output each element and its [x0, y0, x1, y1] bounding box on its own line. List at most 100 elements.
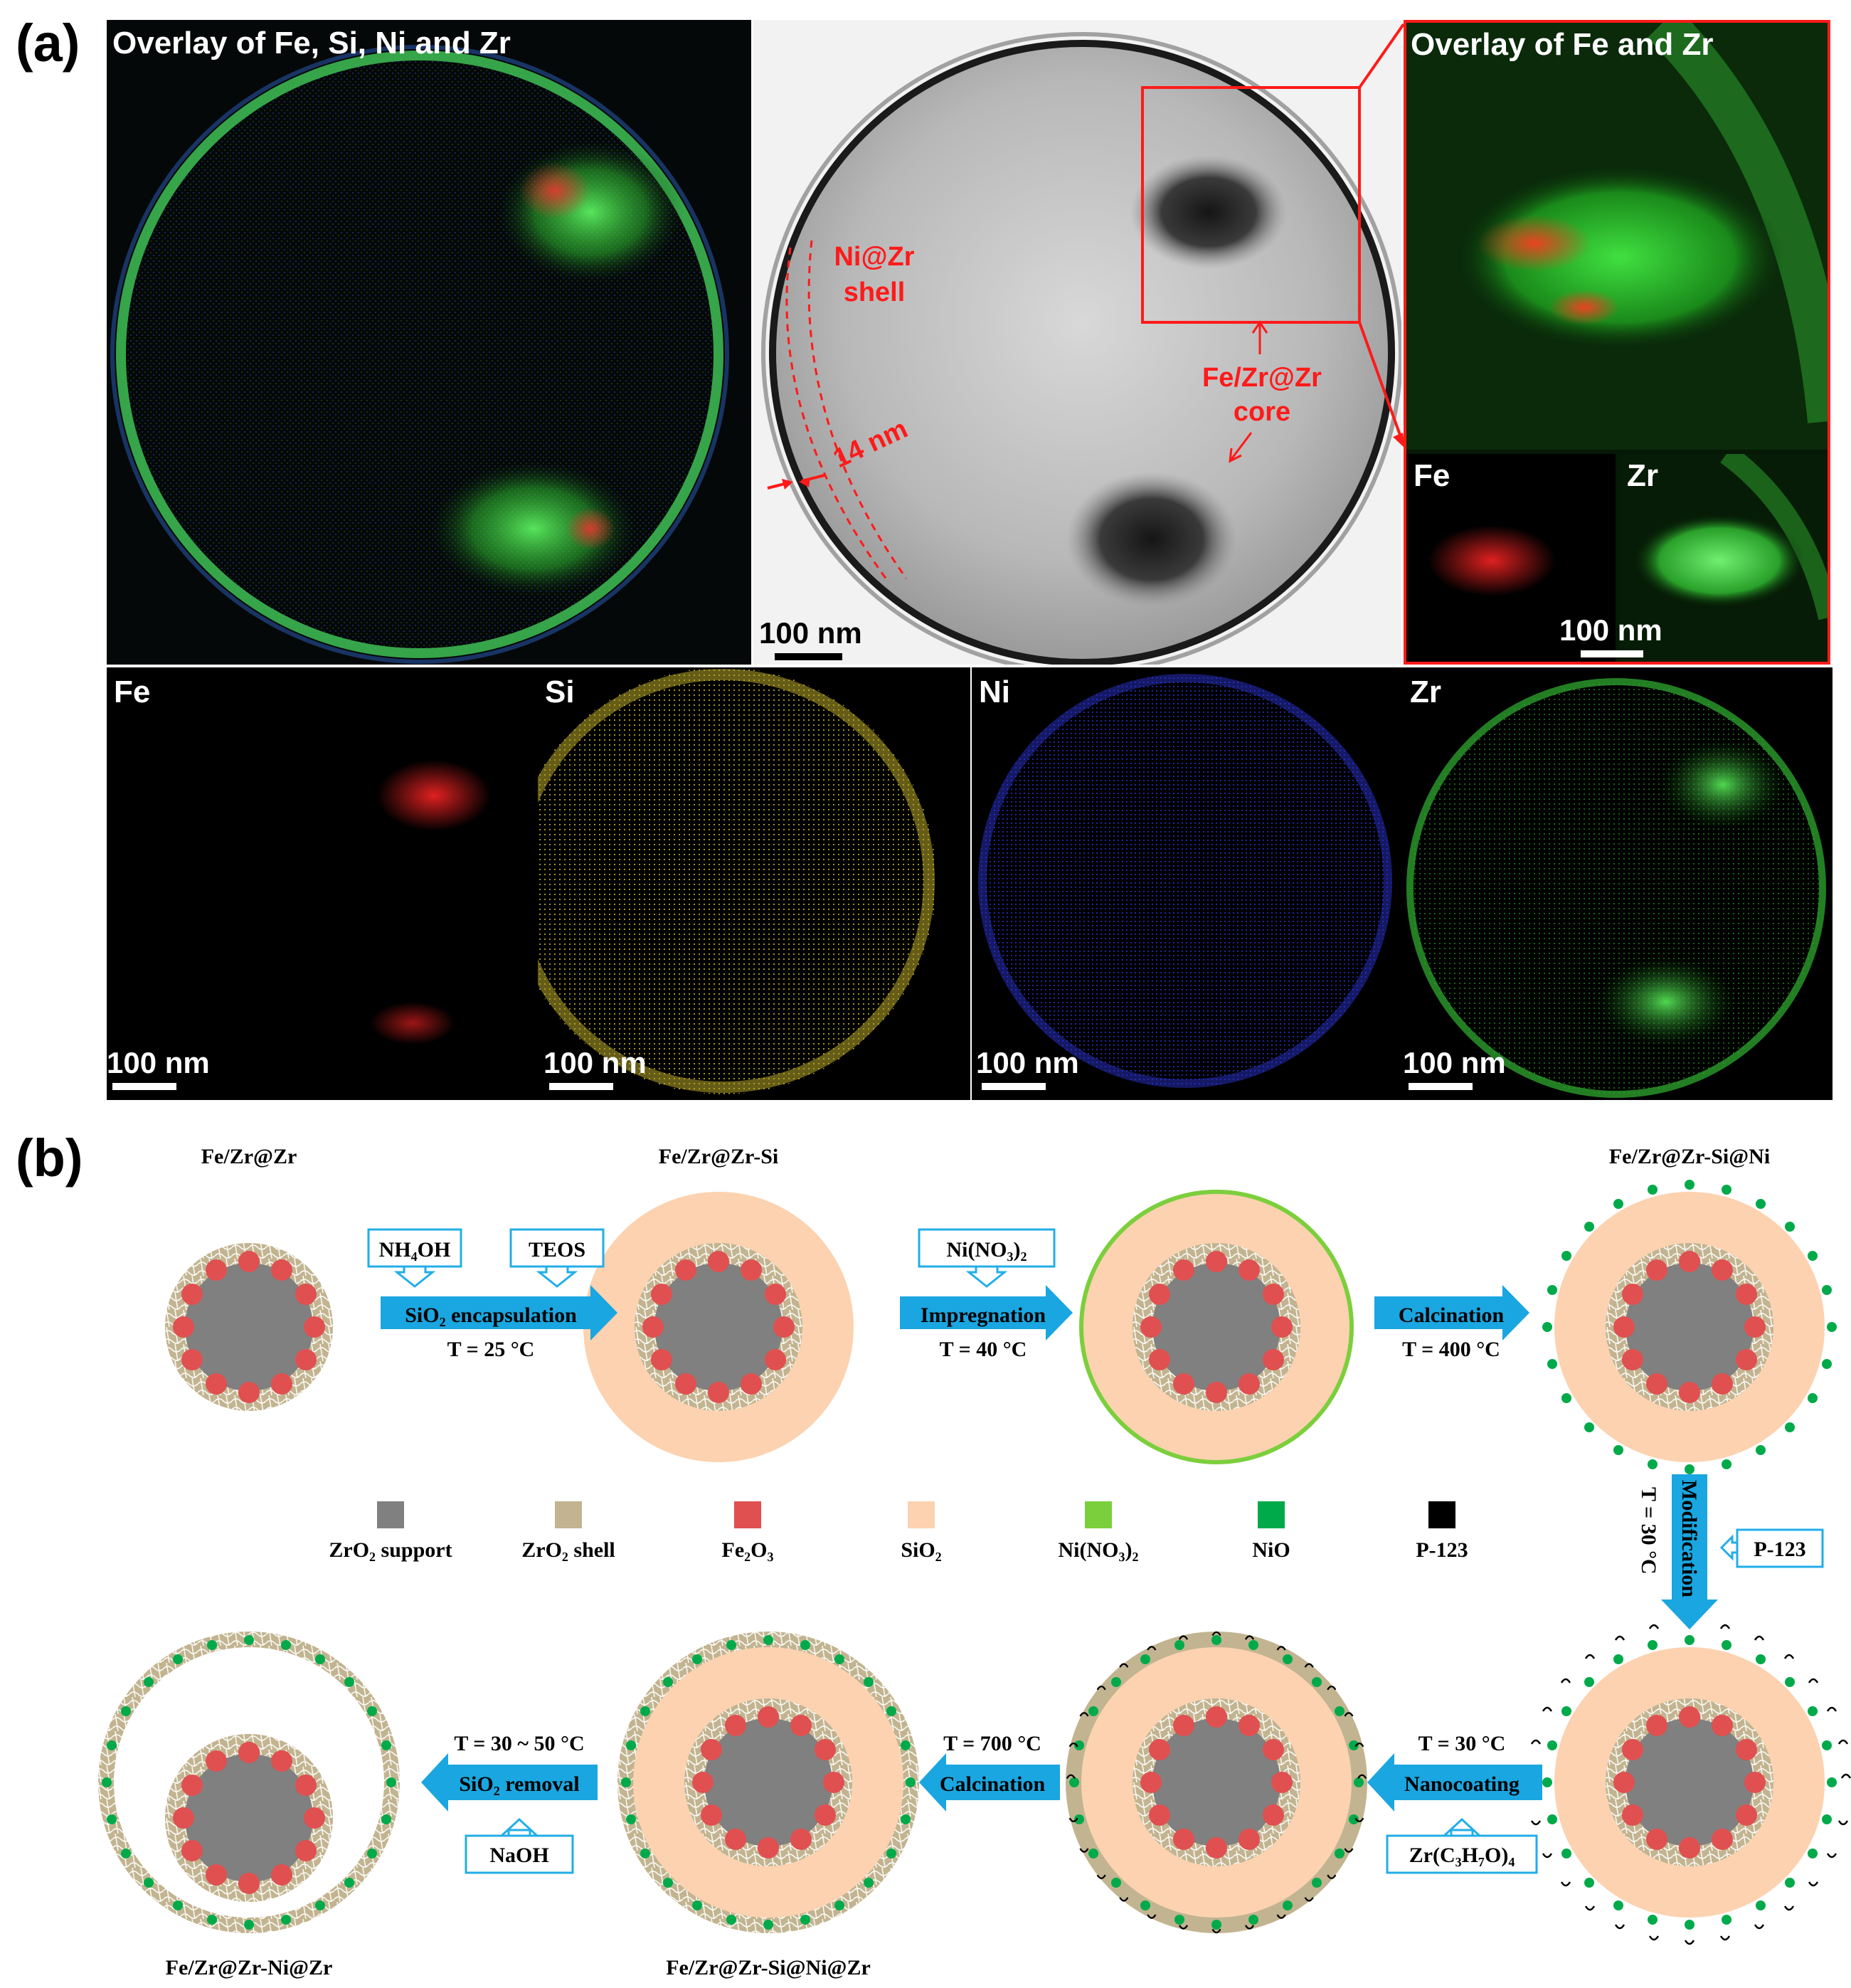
synthesis-schematic: Fe/Zr@Zr Fe/Zr@Zr-Si Fe/Zr@Zr-Si@Ni Fe/Z… — [98, 1145, 1851, 1979]
reagent-naoh: NaOH — [489, 1844, 548, 1867]
legend-nio: NiO — [1252, 1538, 1290, 1562]
legend-fe2o3: Fe₂O₃ — [722, 1538, 774, 1562]
legend-sio2: SiO₂ — [901, 1538, 941, 1562]
shell-label-1: Ni@Zr — [834, 242, 914, 272]
zr-scale-bar-label: 100 nm — [1403, 1046, 1506, 1079]
legend-swatch-fe2o3 — [734, 1501, 761, 1528]
step-nanocoating-condition: T = 30 °C — [1418, 1732, 1506, 1755]
step-calcination-400-label: Calcination — [1399, 1304, 1505, 1327]
particle-fe-zr-zr-ni-zr — [98, 1632, 400, 1933]
tem-image: Ni@Zr shell 14 nm Fe/Zr@Zr core 100 nm — [753, 20, 1401, 665]
si-map-graphic — [538, 667, 936, 1094]
panel-a-letter: (a) — [16, 14, 80, 73]
inset-scale-bar-label: 100 nm — [1559, 613, 1662, 647]
core-label-1: Fe/Zr@Zr — [1202, 363, 1322, 393]
legend-swatch-zro2-support — [377, 1501, 404, 1528]
step-sio2-removal-condition: T = 30 ~ 50 °C — [454, 1732, 584, 1755]
legend-swatch-p123 — [1428, 1501, 1455, 1528]
core-label-2: core — [1234, 397, 1290, 427]
panel-b-letter: (b) — [16, 1128, 83, 1188]
step-calcination-700-label: Calcination — [940, 1772, 1046, 1796]
particle-fe-zr-zr — [165, 1243, 333, 1411]
step-calcination-700: T = 700 °C Calcination — [919, 1732, 1060, 1812]
zr-scale-bar — [1409, 1083, 1473, 1090]
si-map-label: Si — [545, 675, 575, 709]
tem-scale-bar — [775, 653, 842, 660]
particle-fe-zr-zr-si-ni-zr — [617, 1632, 919, 1933]
ni-scale-bar — [982, 1083, 1046, 1090]
tem-scale-bar-label: 100 nm — [759, 616, 862, 650]
legend-swatch-zro2-shell — [555, 1501, 582, 1528]
legend-swatch-ni-nitrate — [1085, 1501, 1112, 1528]
particle-nanocoated — [1066, 1631, 1367, 1934]
reagent-teos: TEOS — [529, 1238, 585, 1262]
tem-graphic: Ni@Zr shell 14 nm Fe/Zr@Zr core — [761, 32, 1401, 665]
legend-p123: P-123 — [1416, 1538, 1468, 1562]
particle-fe-zr-zr-si — [583, 1192, 854, 1462]
step-sio2-encapsulation-label: SiO₂ encapsulation — [405, 1304, 577, 1327]
particle-fe-zr-zr-si-ni — [1542, 1180, 1837, 1474]
reagent-zr-propoxide: Zr(C₃H₇O)₄ — [1409, 1844, 1515, 1867]
ni-scale-bar-label: 100 nm — [976, 1046, 1079, 1079]
step-sio2-encapsulation: NH₄OH TEOS SiO₂ encapsulation T = 25 °C — [367, 1228, 617, 1361]
zr-map-label: Zr — [1410, 675, 1441, 709]
overlay-all-title: Overlay of Fe, Si, Ni and Zr — [112, 26, 511, 60]
zoom-connector — [1358, 23, 1405, 448]
step-nanocoating: T = 30 °C Nanocoating Zr(C₃H₇O)₄ — [1367, 1732, 1542, 1874]
overlay-fe-zr-title: Overlay of Fe and Zr — [1411, 27, 1714, 62]
step-calcination-700-condition: T = 700 °C — [943, 1732, 1041, 1755]
eds-overlay-all-map: Overlay of Fe, Si, Ni and Zr — [107, 20, 751, 665]
ni-map-graphic — [978, 674, 1392, 1088]
fe-scale-bar-label: 100 nm — [107, 1046, 210, 1079]
title-fe-zr-zr-si-ni-zr: Fe/Zr@Zr-Si@Ni@Zr — [666, 1956, 871, 1979]
step-sio2-encapsulation-condition: T = 25 °C — [447, 1338, 535, 1361]
reagent-nh4oh: NH₄OH — [379, 1238, 451, 1262]
zr-map-graphic — [1406, 678, 1826, 1098]
inset-zr-map: Zr — [1620, 445, 1828, 662]
fe-map-graphic — [370, 760, 491, 1045]
inset-fe-graphic — [1428, 525, 1556, 596]
step-modification: Modification T = 30 °C P-123 — [1637, 1474, 1824, 1629]
step-impregnation-condition: T = 40 °C — [940, 1338, 1027, 1361]
eds-zr-map: Zr 100 nm — [1403, 667, 1833, 1100]
legend: ZrO₂ support ZrO₂ shell Fe₂O₃ SiO₂ Ni(NO… — [329, 1501, 1468, 1562]
inset-zr-label: Zr — [1627, 458, 1658, 493]
title-fe-zr-zr: Fe/Zr@Zr — [201, 1145, 297, 1168]
overlay-fe-zr-panel: Overlay of Fe and Zr Fe Zr 100 nm — [1404, 20, 1830, 665]
title-fe-zr-zr-si: Fe/Zr@Zr-Si — [659, 1145, 778, 1168]
step-nanocoating-label: Nanocoating — [1404, 1772, 1519, 1796]
step-impregnation-label: Impregnation — [921, 1304, 1046, 1327]
overlay-all-graphic — [110, 45, 729, 664]
step-calcination-400: Calcination T = 400 °C — [1374, 1285, 1529, 1361]
legend-ni-nitrate: Ni(NO₃)₂ — [1059, 1538, 1139, 1562]
step-sio2-removal-label: SiO₂ removal — [459, 1772, 579, 1796]
legend-swatch-nio — [1258, 1501, 1285, 1528]
step-impregnation: Ni(NO₃)₂ Impregnation T = 40 °C — [900, 1228, 1073, 1361]
step-modification-condition: T = 30 °C — [1637, 1487, 1660, 1575]
step-sio2-removal: T = 30 ~ 50 °C SiO₂ removal NaOH — [421, 1732, 598, 1874]
step-calcination-400-condition: T = 400 °C — [1402, 1338, 1500, 1361]
fe-map-label: Fe — [114, 675, 151, 709]
si-scale-bar-label: 100 nm — [543, 1046, 647, 1079]
inset-fe-map: Fe — [1406, 454, 1616, 662]
reagent-p123: P-123 — [1754, 1538, 1805, 1561]
ni-map-label: Ni — [979, 675, 1010, 709]
inset-scale-bar — [1581, 650, 1643, 657]
fe-scale-bar — [112, 1083, 176, 1090]
particle-impregnated — [1079, 1190, 1354, 1464]
si-scale-bar — [549, 1083, 613, 1090]
inset-fe-label: Fe — [1414, 458, 1450, 493]
legend-zro2-shell: ZrO₂ shell — [521, 1538, 615, 1562]
eds-fe-map: Fe 100 nm — [107, 667, 538, 1100]
legend-swatch-sio2 — [908, 1501, 935, 1528]
particle-modified — [1527, 1619, 1851, 1945]
eds-si-map: Si 100 nm — [538, 667, 970, 1100]
reagent-ni-nitrate: Ni(NO₃)₂ — [947, 1238, 1027, 1262]
title-fe-zr-zr-si-ni: Fe/Zr@Zr-Si@Ni — [1609, 1145, 1770, 1168]
legend-zro2-support: ZrO₂ support — [329, 1538, 452, 1562]
shell-label-2: shell — [844, 277, 906, 307]
overlay-fe-zr-graphic — [1406, 23, 1828, 450]
step-modification-label: Modification — [1677, 1480, 1701, 1597]
title-fe-zr-zr-ni-zr: Fe/Zr@Zr-Ni@Zr — [166, 1956, 333, 1979]
inset-zr-graphic — [1634, 445, 1828, 620]
